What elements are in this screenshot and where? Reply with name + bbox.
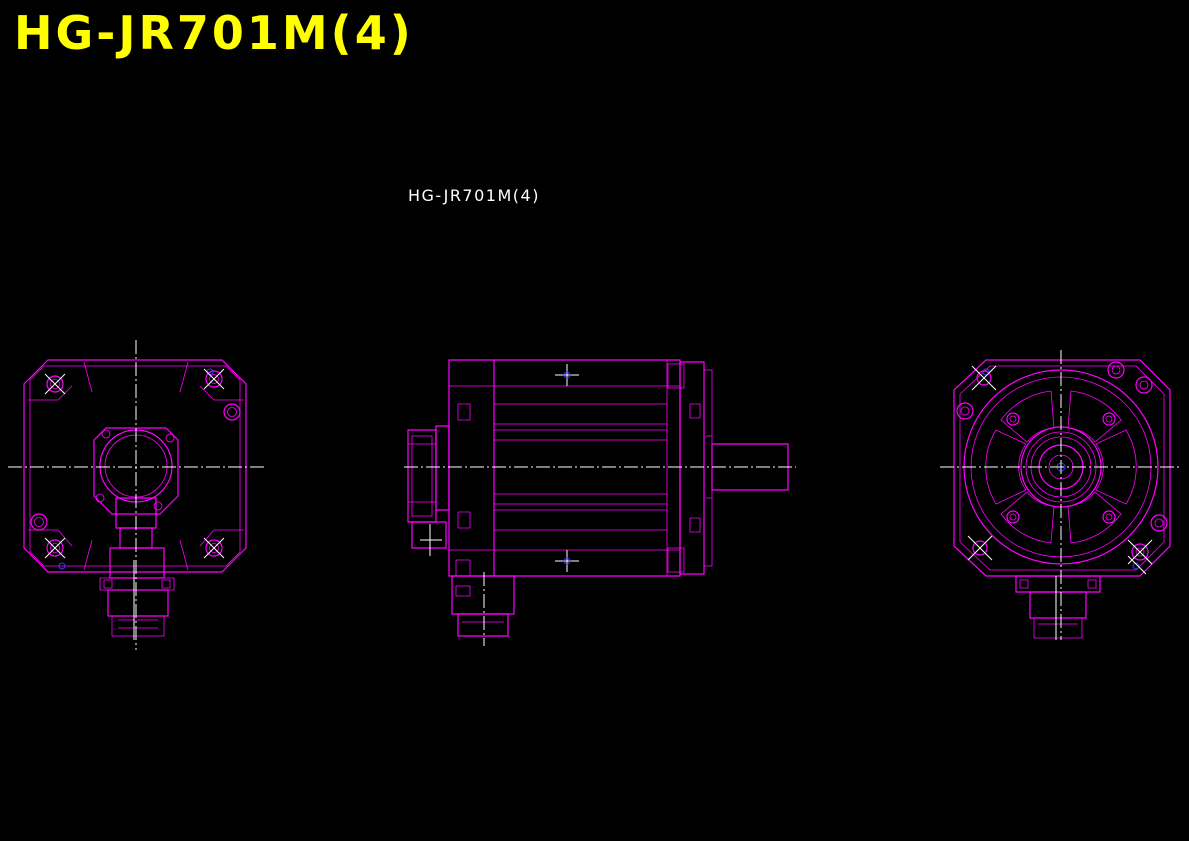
- side-cooling-fins: [494, 403, 667, 531]
- front-mount-holes: [956, 361, 1168, 570]
- side-connector-small: [411, 521, 447, 549]
- drawing-label: HG-JR701M(4): [408, 186, 540, 205]
- side-front-flange: [679, 361, 705, 575]
- rear-rib-bottom: [83, 539, 189, 571]
- rear-hole-crosses: [44, 368, 225, 559]
- rear-rib-top: [83, 361, 189, 393]
- front-view: [940, 350, 1182, 640]
- rear-flange-corners: [28, 385, 244, 547]
- rear-view: [8, 340, 264, 650]
- side-body-outline: [448, 359, 681, 577]
- side-bolt-marks: [555, 364, 579, 572]
- side-view: [404, 359, 796, 646]
- rear-encoder-housing: [93, 427, 179, 515]
- side-encoder: [435, 425, 450, 511]
- front-hole-crosses: [967, 365, 1153, 575]
- front-connector-base: [1015, 575, 1101, 593]
- rear-connector-neck: [115, 497, 157, 529]
- rear-housing-inner: [29, 365, 241, 567]
- side-connector-body: [451, 575, 515, 615]
- front-ring-holes: [1006, 412, 1116, 524]
- page-title: HG-JR701M(4): [14, 6, 414, 60]
- rear-connector-body: [109, 547, 165, 579]
- rear-housing-outline: [23, 359, 247, 573]
- rear-mount-holes: [30, 368, 241, 570]
- side-shaft: [711, 443, 789, 491]
- front-flange-outline: [953, 359, 1171, 577]
- front-connector-body: [1029, 591, 1087, 619]
